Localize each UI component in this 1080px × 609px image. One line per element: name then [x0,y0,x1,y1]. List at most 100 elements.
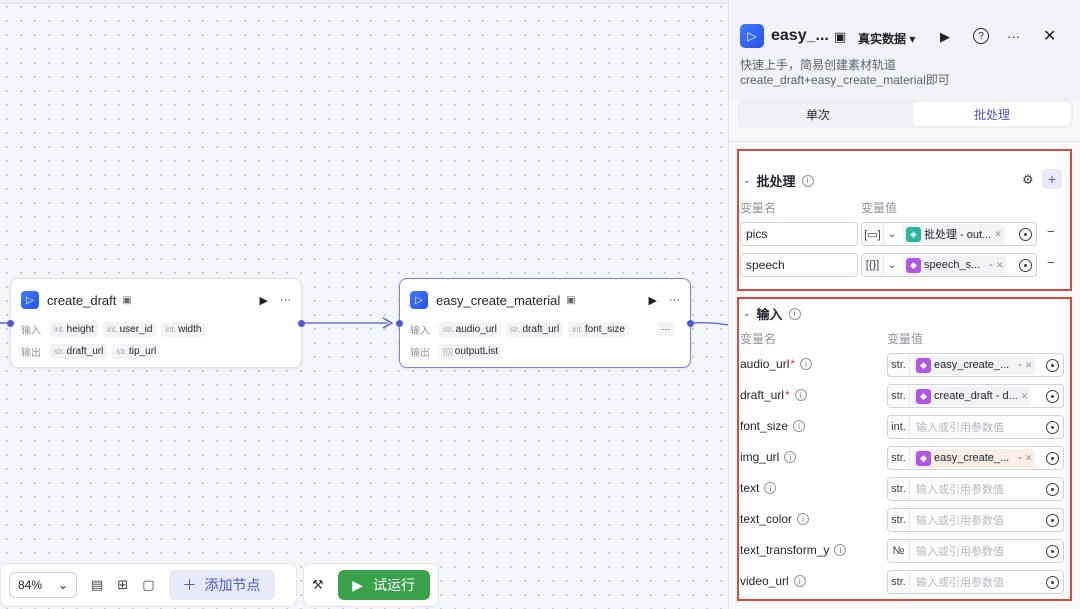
param-value-field[interactable]: str. ◆ create_draft - d... ✕ [887,384,1064,408]
variable-picker-icon[interactable] [1046,545,1059,558]
run-node-icon[interactable]: ▶ [648,294,657,307]
chevron-down-icon[interactable]: ⌄ [887,259,897,271]
more-icon[interactable]: ··· [280,294,291,306]
output-port[interactable] [687,320,694,327]
info-icon[interactable]: i [834,544,847,556]
data-source-select[interactable]: 真实数据 ▾ [858,32,916,46]
variable-picker-icon[interactable] [1046,483,1059,496]
param-value-field[interactable]: str. 输入或引用参数值 [887,477,1064,501]
placeholder-text: 输入或引用参数值 [916,422,1004,434]
tab-batch[interactable]: 批处理 [913,102,1071,126]
variable-picker-icon[interactable] [1046,514,1059,527]
reference-chip[interactable]: ◆ create_draft - d... ✕ [913,386,1032,406]
param-value-field[interactable]: № 输入或引用参数值 [887,539,1064,563]
info-icon[interactable]: i [784,451,797,463]
more-icon[interactable]: ··· [1007,29,1020,44]
help-icon[interactable]: ? [973,28,989,44]
input-label: 输入 [21,325,41,337]
type-tag: № [888,540,910,562]
info-icon[interactable]: i [764,482,777,494]
info-icon[interactable]: i [797,513,810,525]
remove-row-button[interactable]: − [1047,224,1055,239]
remove-icon[interactable]: ✕ [995,259,1004,270]
comment-icon[interactable]: ▤ [91,577,104,592]
add-node-button[interactable]: ＋ 添加节点 [168,570,275,600]
param-value-field[interactable]: int. 输入或引用参数值 [887,415,1064,439]
variable-name-input[interactable]: pics [740,222,858,246]
variable-picker-icon[interactable] [1046,576,1059,589]
add-variable-button[interactable]: + [1042,169,1062,189]
output-label: 输出 [21,347,41,359]
param-chip: str.audio_url [439,321,501,337]
info-icon[interactable]: i [793,420,806,432]
variable-picker-icon[interactable] [1046,390,1059,403]
placeholder-text: 输入或引用参数值 [916,546,1004,558]
divider [729,141,1080,142]
variable-picker-icon[interactable] [1046,359,1059,372]
node-title: easy_create_material [436,292,561,308]
column-header-value: 变量值 [861,201,898,215]
variable-value-field[interactable]: [▭] ⌄ ◈ 批处理 - out... ✕ [861,222,1037,246]
info-icon[interactable]: i [801,174,814,187]
variable-name-input[interactable]: speech [740,253,858,277]
param-value-field[interactable]: str. ◆ easy_create_... - ✕ [887,353,1064,377]
plugin-badge-icon: ▣ [122,294,132,306]
chevron-down-icon: ⌄ [57,578,68,592]
param-name: img_url [740,450,780,464]
cube-icon: ◆ [916,450,931,466]
reference-chip[interactable]: ◈ 批处理 - out... ✕ [903,224,1005,244]
zoom-select[interactable]: 84% ⌄ [9,572,77,598]
remove-row-button[interactable]: − [1047,255,1055,270]
remove-icon[interactable]: ✕ [1024,359,1033,370]
close-icon[interactable]: ✕ [1043,28,1057,45]
param-value-field[interactable]: str. ◆ easy_create_... - ✕ [887,446,1064,470]
info-icon[interactable]: i [793,575,806,587]
param-value-field[interactable]: str. 输入或引用参数值 [887,570,1064,594]
variable-picker-icon[interactable] [1046,421,1059,434]
type-tag: str. [888,478,910,500]
settings-icon[interactable]: ⚙ [1022,172,1034,187]
variable-picker-icon[interactable] [1019,259,1032,272]
param-name: draft_url [740,388,785,402]
run-icon[interactable]: ▶ [940,29,950,44]
reference-chip[interactable]: ◆ easy_create_... - ✕ [913,355,1036,375]
chevron-down-icon[interactable]: ⌄ [743,308,751,318]
column-header-name: 变量名 [740,332,777,346]
cube-icon: ◆ [906,257,921,273]
input-port[interactable] [396,320,403,327]
more-params-icon[interactable]: ··· [657,322,674,336]
output-port[interactable] [298,320,305,327]
remove-icon[interactable]: ✕ [1020,390,1029,401]
test-run-button[interactable]: ▶ 试运行 [337,570,430,600]
info-icon[interactable]: i [800,358,813,370]
run-toolbar: ⚒ ▶ 试运行 [303,563,439,607]
variable-value-field[interactable]: [{}] ⌄ ◆ speech_s... - ✕ [861,253,1037,277]
minimap-icon[interactable]: ▢ [142,577,155,592]
node-easy-create-material[interactable]: ▷ easy_create_material ▣ ▶ ··· 输入 str.au… [396,278,694,368]
param-value-field[interactable]: str. 输入或引用参数值 [887,508,1064,532]
reference-chip[interactable]: ◆ easy_create_... - ✕ [913,448,1036,468]
type-tag: str. [888,509,910,531]
type-tag: str. [888,447,910,469]
remove-icon[interactable]: ✕ [1024,452,1033,463]
info-icon[interactable]: i [794,389,807,401]
param-chip: int.user_id [102,321,157,337]
wrench-icon[interactable]: ⚒ [312,577,324,592]
layout-icon[interactable]: ⊞ [117,577,129,592]
plugin-badge-icon: ▣ [834,29,847,44]
node-create-draft[interactable]: ▷ create_draft ▣ ▶ ··· 输入 int.height int… [7,278,305,368]
chevron-down-icon[interactable]: ⌄ [887,228,897,240]
variable-picker-icon[interactable] [1019,228,1032,241]
reference-chip[interactable]: ◆ speech_s... - ✕ [903,255,1007,275]
input-port[interactable] [7,320,14,327]
variable-picker-icon[interactable] [1046,452,1059,465]
run-node-icon[interactable]: ▶ [259,294,268,307]
info-icon[interactable]: i [788,307,801,320]
param-chip: int.font_size [568,321,629,337]
section-title: 输入 [756,307,783,322]
tab-single[interactable]: 单次 [805,107,830,122]
run-mode-tabs: 单次 批处理 [737,100,1073,128]
chevron-down-icon[interactable]: ⌄ [743,175,751,185]
remove-icon[interactable]: ✕ [994,228,1002,239]
more-icon[interactable]: ··· [669,294,680,306]
